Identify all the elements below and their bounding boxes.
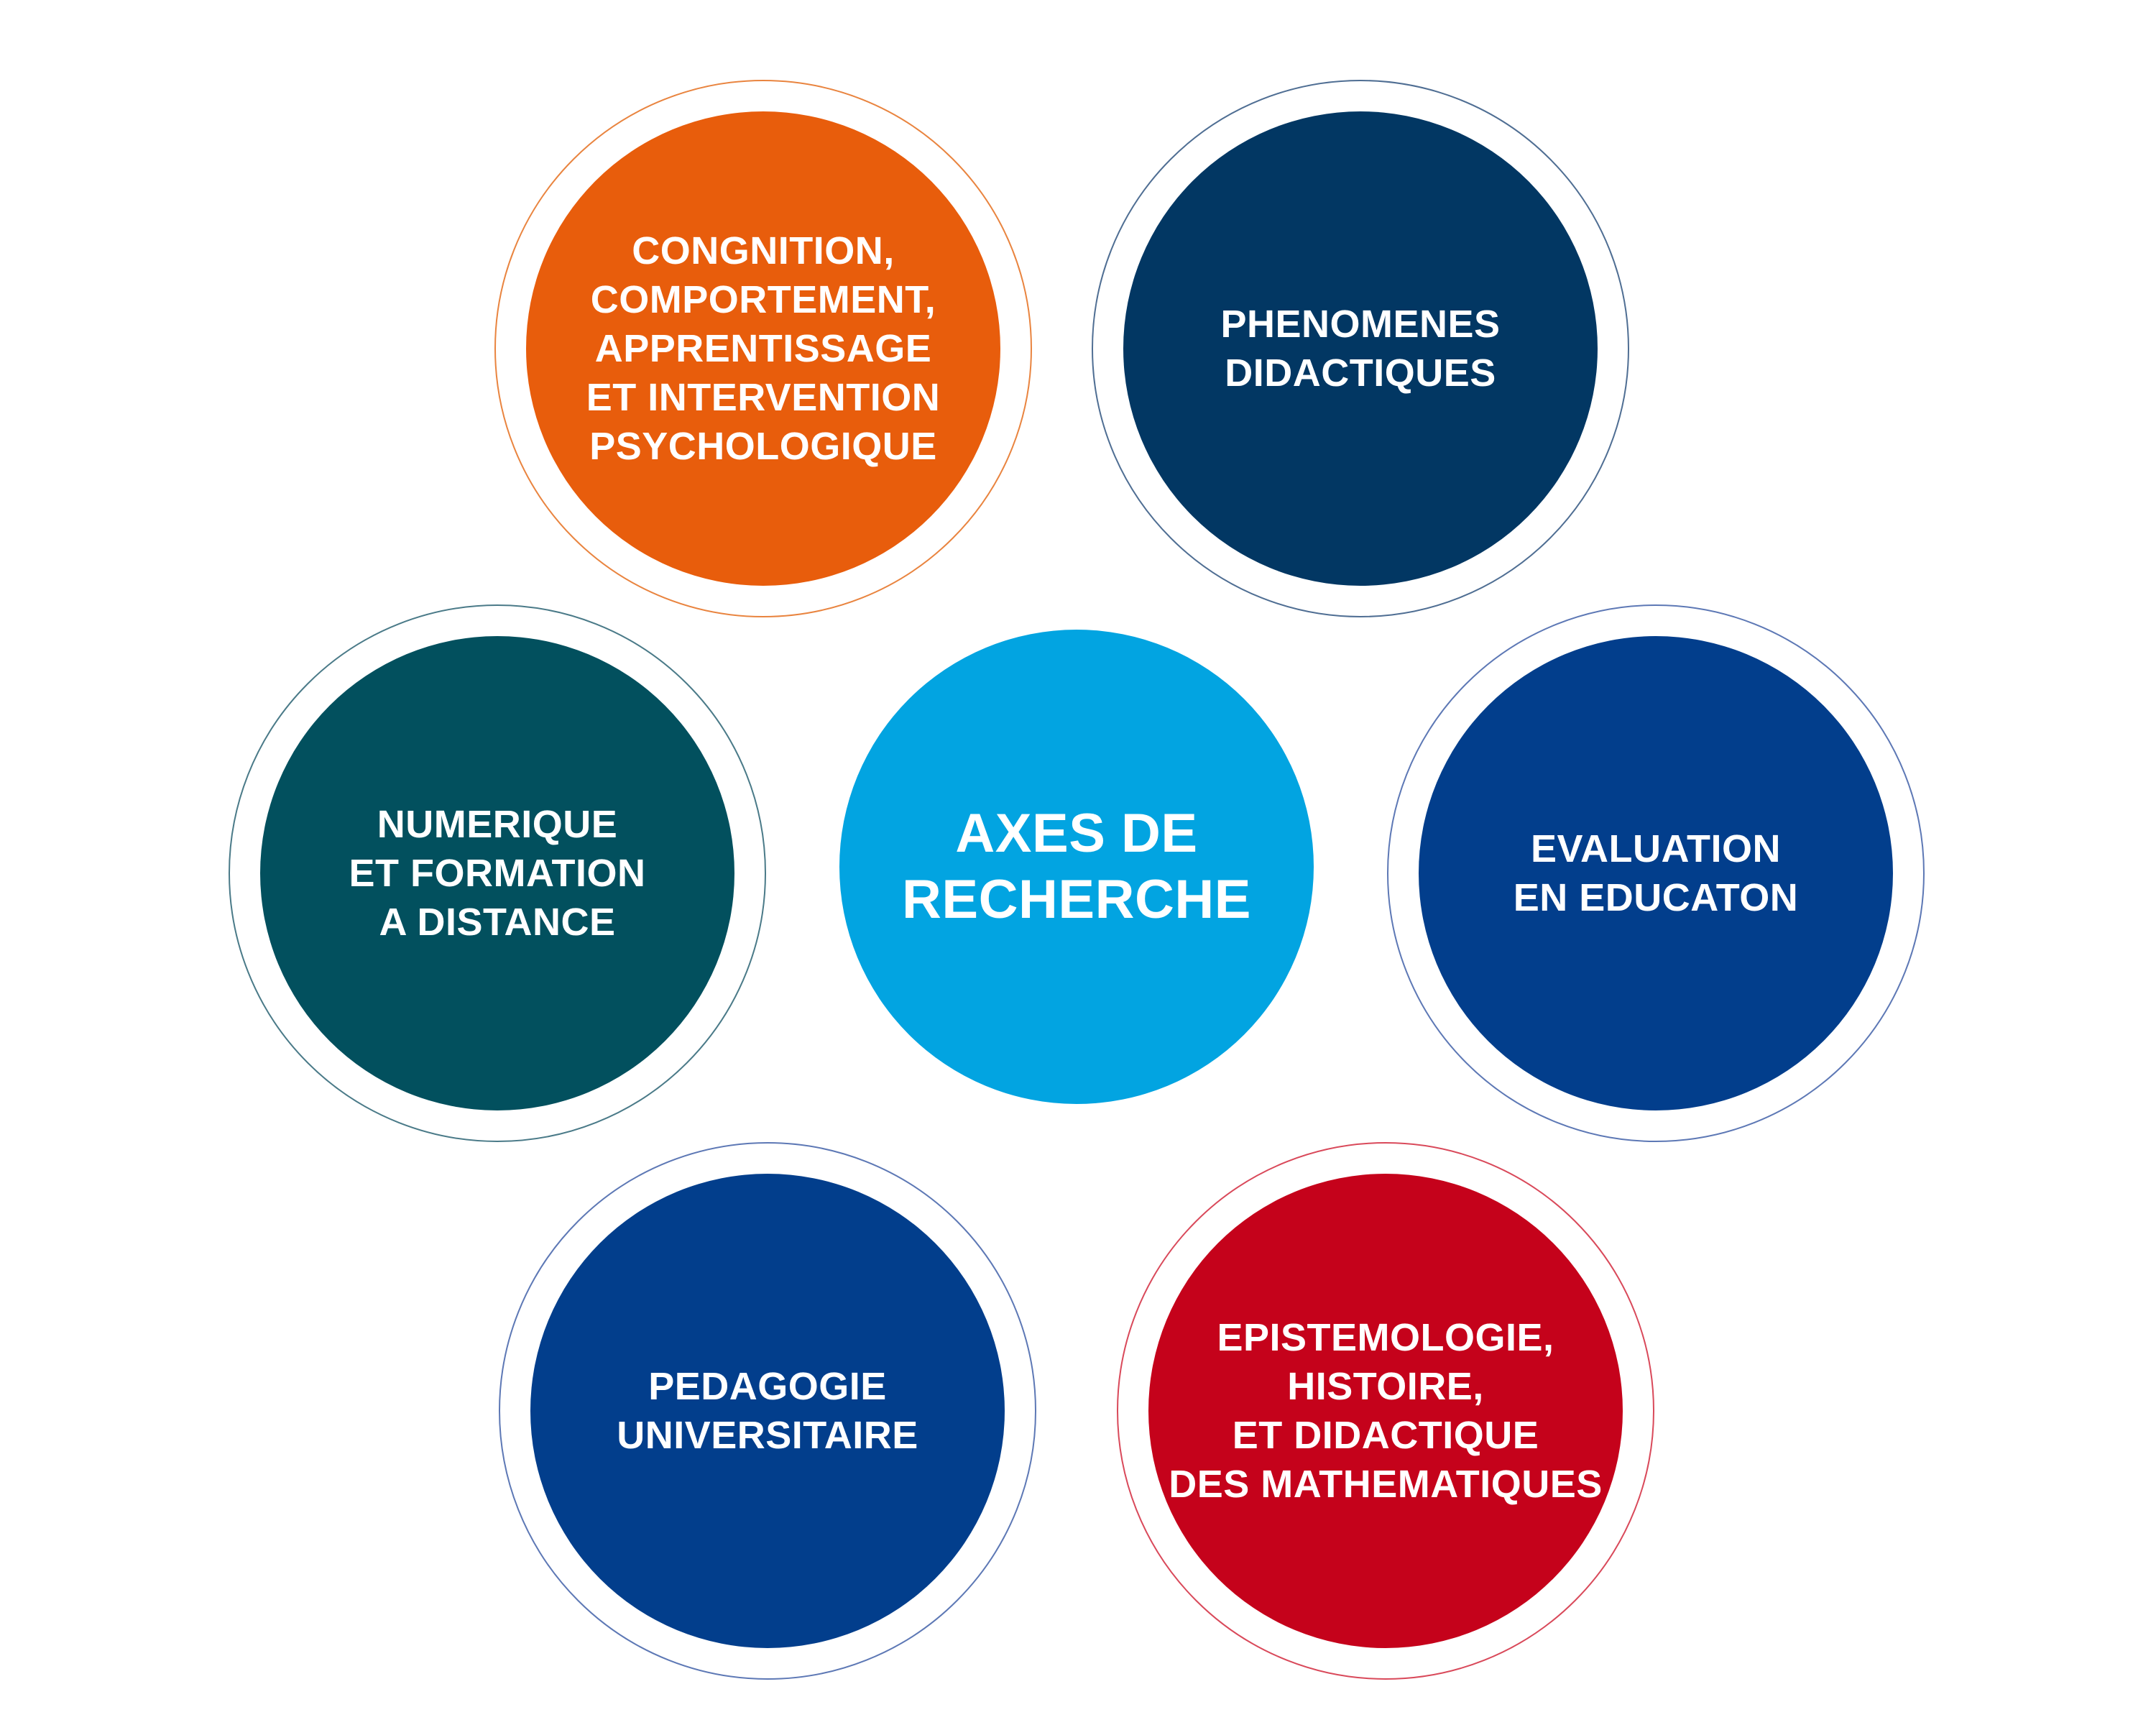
axis-evaluation-ring	[1387, 604, 1925, 1142]
axis-epistemologie-line-4: DES MATHEMATIQUES	[1169, 1463, 1603, 1506]
axis-cognition-line-2: COMPORTEMENT,	[590, 278, 936, 321]
axis-phenomenes-line-2: DIDACTIQUES	[1225, 351, 1496, 395]
axis-phenomenes-line-1: PHENOMENES	[1220, 303, 1501, 346]
axis-epistemologie-node[interactable]: EPISTEMOLOGIE, HISTOIRE, ET DIDACTIQUE D…	[1148, 1174, 1623, 1648]
axis-epistemologie-line-3: ET DIDACTIQUE	[1232, 1414, 1539, 1457]
axis-pedagogie-line-2: UNIVERSITAIRE	[617, 1414, 918, 1457]
axis-cognition-ring	[494, 80, 1032, 617]
axis-cognition-node[interactable]: CONGNITION, COMPORTEMENT, APPRENTISSAGE …	[526, 111, 1000, 586]
axis-cognition-line-1: CONGNITION,	[632, 229, 895, 272]
center-title-line-1: AXES DE	[955, 803, 1198, 864]
axis-evaluation-node[interactable]: EVALUATION EN EDUCATON	[1419, 636, 1893, 1110]
axis-numerique-ring	[229, 604, 766, 1142]
axis-pedagogie-node[interactable]: PEDAGOGIE UNIVERSITAIRE	[530, 1174, 1005, 1648]
axis-cognition-line-4: ET INTERVENTION	[586, 376, 941, 419]
axis-evaluation-line-1: EVALUATION	[1531, 827, 1781, 870]
axis-pedagogie-ring	[499, 1142, 1036, 1680]
axis-numerique-line-2: ET FORMATION	[349, 852, 646, 895]
axis-numerique-line-1: NUMERIQUE	[377, 803, 618, 846]
axis-epistemologie-line-1: EPISTEMOLOGIE,	[1217, 1316, 1554, 1359]
center-title-line-2: RECHERCHE	[902, 869, 1251, 930]
axis-epistemologie-ring	[1117, 1142, 1654, 1680]
axis-phenomenes-ring	[1092, 80, 1629, 617]
axis-pedagogie-line-1: PEDAGOGIE	[648, 1365, 887, 1408]
axis-numerique-line-3: A DISTANCE	[379, 901, 616, 944]
center-node-axes-de-recherche: AXES DE RECHERCHE	[839, 630, 1314, 1104]
axis-cognition-line-3: APPRENTISSAGE	[594, 327, 932, 370]
axis-cognition-line-5: PSYCHOLOGIQUE	[589, 425, 937, 468]
axis-epistemologie-line-2: HISTOIRE,	[1287, 1365, 1484, 1408]
axis-phenomenes-node[interactable]: PHENOMENES DIDACTIQUES	[1123, 111, 1598, 586]
axis-evaluation-line-2: EN EDUCATON	[1513, 876, 1799, 919]
axis-numerique-node[interactable]: NUMERIQUE ET FORMATION A DISTANCE	[260, 636, 734, 1110]
